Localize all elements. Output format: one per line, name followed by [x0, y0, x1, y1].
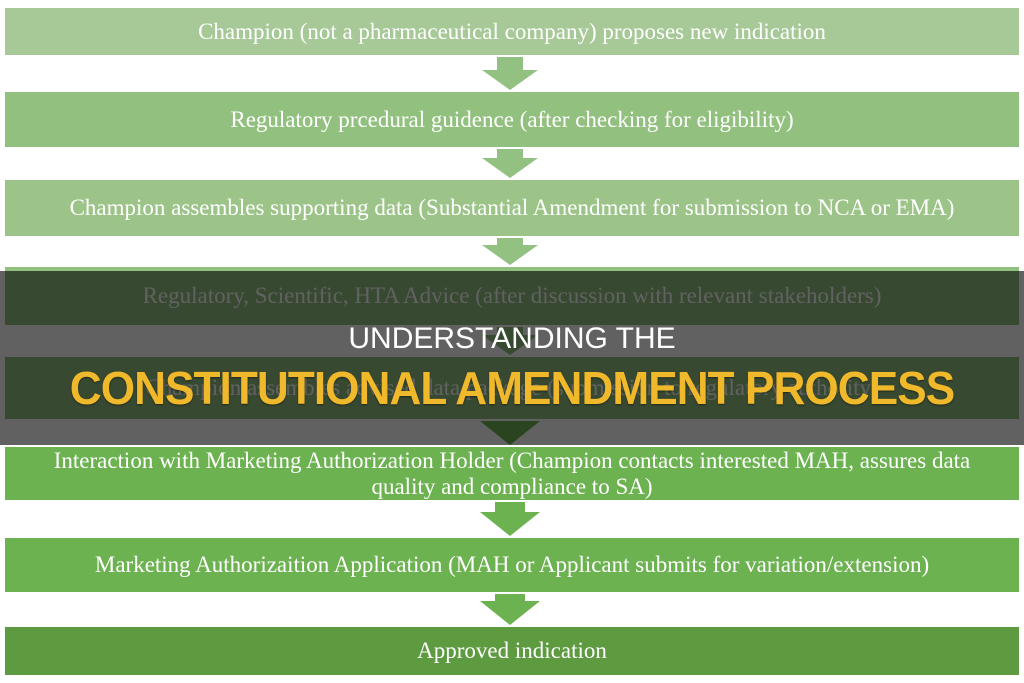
arrow-head	[482, 158, 538, 178]
down-arrow-icon	[482, 57, 538, 90]
banner-title-line1: UNDERSTANDING THE	[348, 322, 676, 355]
flow-step-champion-assembles-data: Champion assembles supporting data (Subs…	[5, 180, 1019, 236]
arrow-stem	[497, 149, 523, 158]
arrow-head	[482, 245, 538, 265]
down-arrow-icon	[482, 238, 538, 265]
arrow-stem	[495, 594, 525, 601]
flow-step-approved-indication: Approved indication	[5, 627, 1019, 675]
arrow-stem	[497, 238, 523, 245]
flow-step-regulatory-guidance: Regulatory prcedural guidence (after che…	[5, 92, 1019, 147]
down-arrow-icon	[480, 594, 540, 625]
flow-step-champion-proposes: Champion (not a pharmaceutical company) …	[5, 8, 1019, 55]
arrow-head	[482, 70, 538, 90]
arrow-stem	[497, 57, 523, 70]
arrow-head	[480, 512, 540, 536]
flow-step-marketing-authorization-application: Marketing Authorizaition Application (MA…	[5, 538, 1019, 592]
banner-title-line2: CONSTITUTIONAL AMENDMENT PROCESS	[69, 362, 955, 414]
arrow-stem	[495, 502, 525, 512]
dark-title-overlay	[0, 271, 1024, 445]
flow-step-interaction-with-mah: Interaction with Marketing Authorization…	[5, 447, 1019, 500]
arrow-head	[480, 601, 540, 625]
down-arrow-icon	[480, 502, 540, 536]
down-arrow-icon	[482, 149, 538, 178]
